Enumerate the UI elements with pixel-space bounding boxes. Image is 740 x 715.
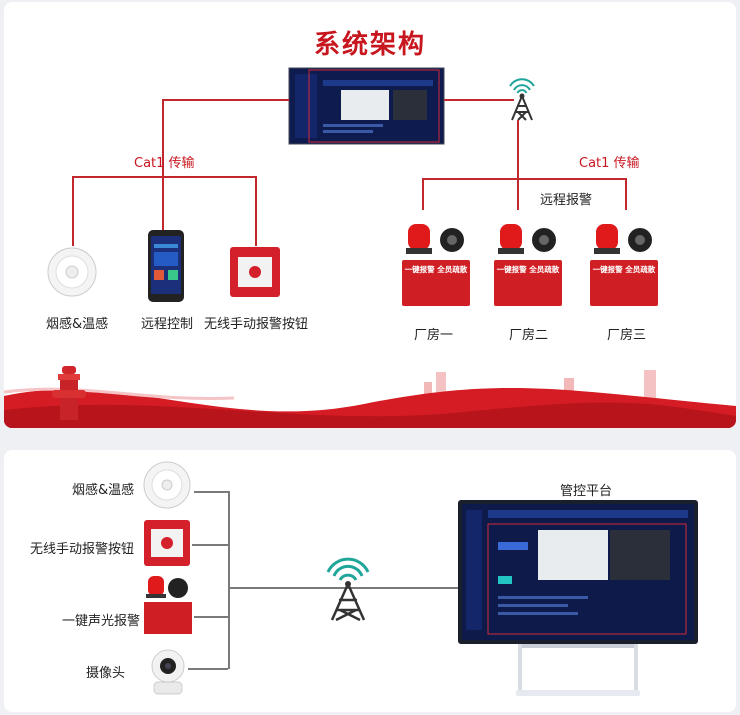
link-line: [422, 178, 626, 180]
link-line: [188, 668, 228, 670]
fire-hydrant-icon: [52, 366, 86, 420]
speaker-icon: [628, 228, 652, 252]
link-line: [192, 544, 228, 546]
platform-monitor-image: [458, 500, 698, 696]
cat1-label-left: Cat1 传输: [134, 156, 195, 171]
link-line: [162, 176, 164, 230]
sound-light-alarm-icon: [144, 576, 192, 634]
alarm-board: 一键报警 全员疏散: [590, 260, 658, 306]
camera-icon: [151, 649, 185, 695]
link-line: [228, 587, 458, 589]
alarm-board: 一键报警 全员疏散: [402, 260, 470, 306]
alarm-board: 一键报警 全员疏散: [494, 260, 562, 306]
remote-alarm-label: 远程报警: [540, 193, 593, 208]
link-line: [444, 99, 514, 101]
link-line: [194, 491, 228, 493]
red-wave-decoration: [4, 370, 736, 428]
system-architecture-panel: 系统架构 Cat1 传输 Cat1 传输 远程报警: [4, 2, 736, 428]
device-label: 一键声光报警: [62, 614, 141, 629]
platform-connection-panel: 烟感&温感 无线手动报警按钮 一键声光报警 摄像头 管控平台: [4, 450, 736, 712]
link-line: [517, 178, 519, 210]
device-label: 远程控制: [141, 317, 194, 332]
device-label: 无线手动报警按钮: [204, 317, 309, 332]
device-label: 烟感&温感: [72, 483, 135, 498]
device-label: 无线手动报警按钮: [30, 542, 135, 557]
panel-title: 系统架构: [313, 30, 426, 60]
link-line: [228, 491, 230, 669]
link-line: [422, 178, 424, 210]
speaker-icon: [440, 228, 464, 252]
manual-alarm-button-icon: [144, 520, 190, 566]
alarm-unit: 一键报警 全员疏散: [402, 224, 472, 314]
cat1-label-right: Cat1 传输: [579, 156, 640, 171]
alarm-unit: 一键报警 全员疏散: [494, 224, 564, 314]
siren-light-icon: [594, 224, 620, 254]
link-line: [517, 120, 519, 178]
platform-monitor-image: [288, 67, 445, 145]
link-line: [625, 178, 627, 210]
smoke-detector-icon: [47, 247, 97, 297]
factory-label: 厂房二: [509, 328, 549, 343]
manual-alarm-button-icon: [230, 247, 280, 297]
device-label: 烟感&温感: [46, 317, 109, 332]
smoke-detector-icon: [143, 461, 191, 509]
siren-light-icon: [498, 224, 524, 254]
link-line: [162, 99, 164, 176]
signal-tower-icon: [326, 557, 370, 622]
link-line: [162, 99, 289, 101]
link-line: [72, 176, 74, 246]
link-line: [72, 176, 256, 178]
signal-tower-icon: [509, 78, 535, 121]
siren-light-icon: [406, 224, 432, 254]
speaker-icon: [532, 228, 556, 252]
platform-label: 管控平台: [560, 484, 613, 499]
factory-label: 厂房一: [414, 328, 454, 343]
alarm-unit: 一键报警 全员疏散: [590, 224, 660, 314]
link-line: [255, 176, 257, 246]
phone-icon: [148, 230, 184, 302]
factory-label: 厂房三: [607, 328, 647, 343]
link-line: [194, 616, 228, 618]
device-label: 摄像头: [86, 666, 126, 681]
